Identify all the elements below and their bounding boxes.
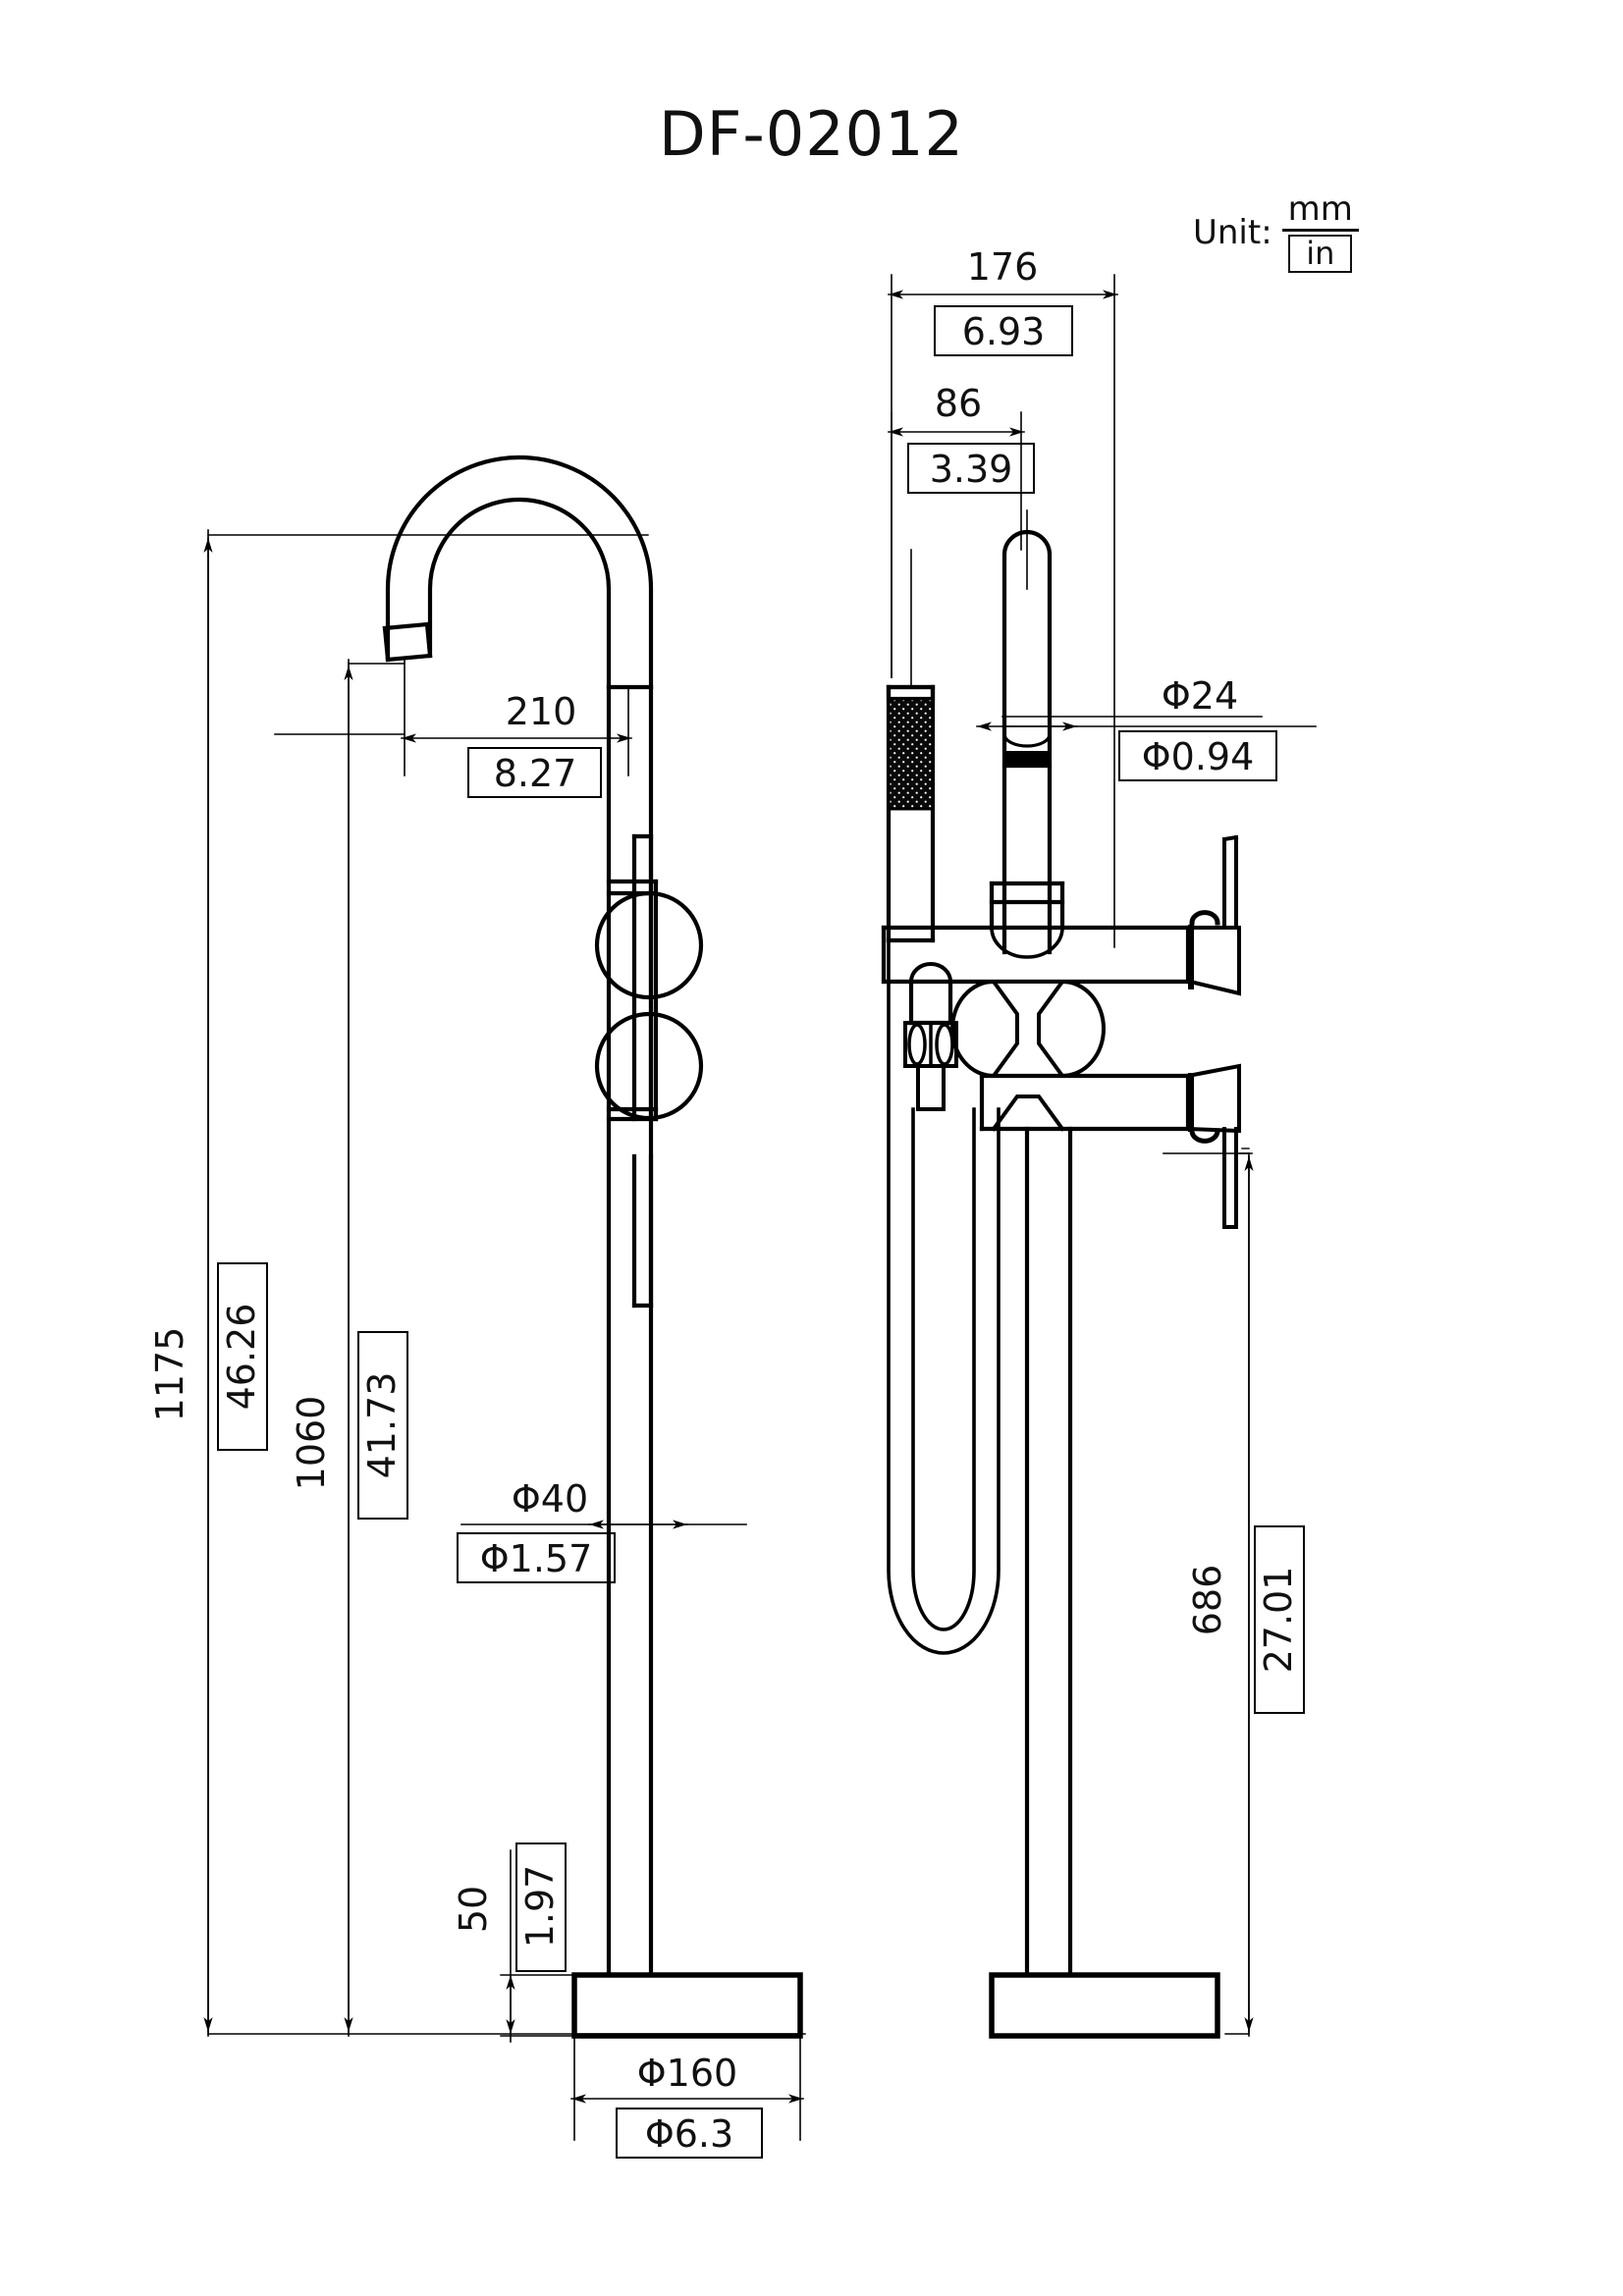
unit-numerator: mm	[1287, 189, 1353, 229]
unit-legend: Unit: mm in	[1193, 192, 1359, 273]
page-title: DF-02012	[658, 98, 964, 170]
dim-spout-reach-mm: 210	[506, 690, 577, 733]
dim-overall-height-in: 46.26	[220, 1304, 263, 1411]
dim-spout-reach-in: 8.27	[494, 752, 577, 795]
dim-handshower-dia-mm: Φ24	[1162, 674, 1238, 718]
unit-denominator: in	[1288, 235, 1353, 273]
dim-column-dia-mm: Φ40	[512, 1477, 588, 1521]
side-view	[881, 509, 1241, 2039]
dim-column-dia-in: Φ1.57	[480, 1537, 593, 1580]
dim-overall-width-top-mm: 176	[967, 245, 1039, 289]
front-view	[382, 454, 803, 2039]
unit-label: Unit:	[1193, 213, 1272, 252]
dim-base-height-mm: 50	[452, 1886, 495, 1933]
dim-valve-height-in: 27.01	[1257, 1567, 1300, 1674]
unit-fraction: mm in	[1281, 189, 1359, 273]
dim-spout-offset-mm: 86	[935, 382, 982, 425]
dim-base-dia-mm: Φ160	[637, 2052, 737, 2095]
dimension-lines	[203, 274, 1317, 2141]
dim-spout-height-in: 41.73	[360, 1372, 404, 1479]
dim-base-height-in: 1.97	[518, 1865, 562, 1949]
dim-overall-height-mm: 1175	[148, 1327, 191, 1422]
dim-handshower-dia-in: Φ0.94	[1142, 735, 1255, 778]
dim-spout-height-mm: 1060	[290, 1396, 333, 1491]
dim-spout-offset-in: 3.39	[930, 448, 1013, 491]
dim-valve-height-mm: 686	[1186, 1565, 1229, 1636]
unit-fraction-bar	[1281, 229, 1359, 232]
dim-overall-width-top-in: 6.93	[962, 310, 1046, 353]
dim-base-dia-in: Φ6.3	[645, 2112, 733, 2156]
